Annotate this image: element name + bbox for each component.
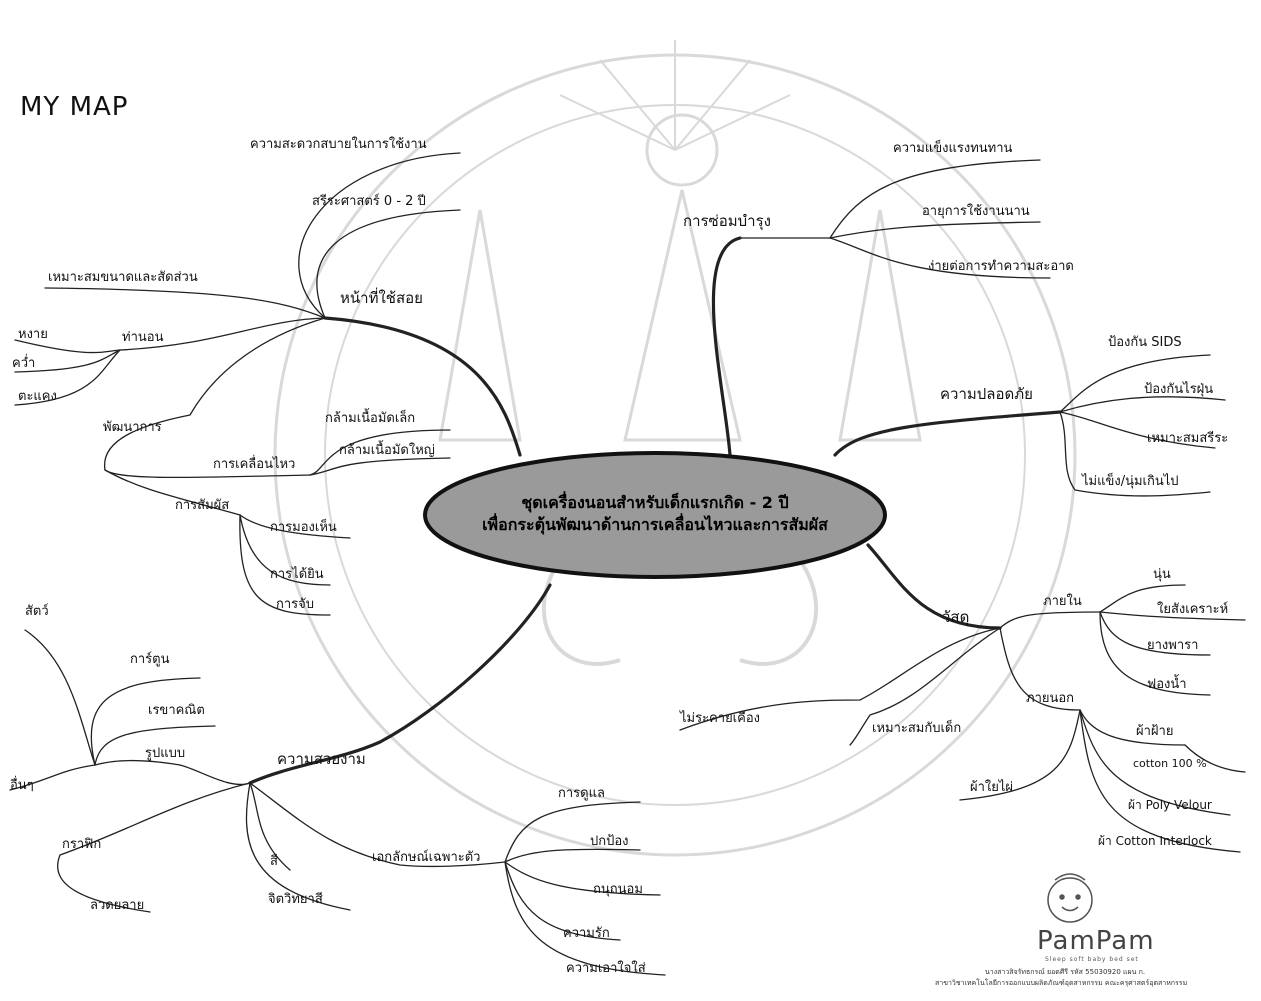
posture-item: คว่ำ (12, 356, 36, 371)
identity-item: ถนุถนอม (593, 882, 643, 897)
node-development: พัฒนาการ (103, 420, 162, 435)
cotton-item: ผ้า Cotton Interlock (1098, 834, 1212, 848)
style-item: การ์ตูน (130, 652, 170, 667)
branch-aesthetics: ความสวยงาม (277, 750, 366, 768)
node-bamboo: ผ้าใยไผ่ (970, 780, 1014, 795)
credit-line1: นางสาวสิจรัทธกรณ์ ยอดศีรี รหัส 55030920 … (985, 968, 1146, 976)
central-topic-line1: ชุดเครื่องนอนสำหรับเด็กแรกเกิด - 2 ปี (521, 493, 789, 512)
safety-item: ไม่แข็ง/นุ่มเกินไป (1082, 474, 1179, 489)
safety-item: ป้องกัน SIDS (1108, 335, 1182, 350)
node-movement: การเคลื่อนไหว (213, 457, 296, 472)
node-posture: ท่านอน (122, 330, 164, 345)
watermark-seal (273, 40, 1077, 857)
cotton-item: cotton 100 % (1133, 757, 1207, 770)
style-item: เรขาคณิต (148, 703, 205, 718)
senses-item: การได้ยิน (270, 567, 324, 582)
pampam-logo: PamPam (1037, 926, 1155, 956)
identity-item: ปกป้อง (590, 834, 629, 849)
node-anatomy: สรีระศาสตร์ 0 - 2 ปี (312, 194, 426, 209)
style-item: อื่นๆ (10, 778, 34, 793)
senses-item: การจับ (276, 597, 315, 612)
central-topic: ชุดเครื่องนอนสำหรับเด็กแรกเกิด - 2 ปี เพ… (415, 492, 895, 536)
identity-item: การดูแล (558, 786, 605, 801)
maintenance-item: ง่ายต่อการทำความสะอาด (928, 259, 1074, 274)
inner-item: ยางพารา (1147, 638, 1199, 653)
map-title: MY MAP (20, 92, 129, 122)
maintenance-item: อายุการใช้งานนาน (922, 204, 1030, 219)
movement-item: กล้ามเนื้อมัดเล็ก (325, 411, 416, 426)
senses-item: การมองเห็น (270, 520, 337, 535)
connector-lines (9, 152, 1246, 976)
central-topic-ellipse (423, 451, 887, 579)
posture-item: หงาย (18, 327, 48, 342)
inner-item: นุ่น (1153, 567, 1171, 582)
posture-item: ตะแคง (18, 389, 57, 404)
baby-face-logo-icon (1047, 873, 1093, 923)
node-identity: เอกลักษณ์เฉพาะตัว (372, 850, 481, 865)
node-style: รูปแบบ (145, 746, 186, 761)
central-topic-line2: เพื่อกระตุ้นพัฒนาด้านการเคลื่อนไหวและการ… (482, 515, 828, 534)
node-convenience: ความสะดวกสบายในการใช้งาน (250, 137, 427, 152)
node-cotton: ผ้าฝ้าย (1136, 724, 1174, 739)
branch-materials: วัสดุ (942, 608, 970, 626)
node-inner: ภายใน (1043, 594, 1082, 609)
node-color: สี (270, 854, 278, 869)
node-senses: การสัมผัส (175, 498, 230, 513)
identity-item: ความรัก (563, 926, 610, 941)
cotton-item: ผ้า Poly Velour (1128, 798, 1212, 812)
node-graphic: กราฟิก (62, 837, 102, 852)
node-child-safe: เหมาะสมกับเด็ก (872, 721, 962, 736)
safety-item: ป้องกันไรฝุ่น (1144, 382, 1214, 397)
safety-item: เหมาะสมสรีระ (1147, 431, 1229, 446)
maintenance-item: ความแข็งแรงทนทาน (893, 141, 1013, 156)
movement-item: กล้ามเนื้อมัดใหญ่ (339, 443, 435, 458)
node-outer: ภายนอก (1026, 691, 1075, 706)
inner-item: ใยสังเคราะห์ (1157, 602, 1229, 617)
credit-line2: สาขาวิชาเทคโนโลยีการออกแบบผลิตภัณฑ์อุตสา… (935, 979, 1188, 987)
branch-maintenance: การซ่อมบำรุง (683, 212, 771, 230)
branch-functions: หน้าที่ใช้สอย (340, 289, 423, 307)
identity-item: ความเอาใจใส่ (566, 961, 646, 976)
node-pattern: ลวดยลาย (90, 898, 145, 913)
node-no-irritation: ไม่ระคายเคือง (680, 711, 760, 726)
pampam-logo-tagline: Sleep soft baby bed set (1045, 956, 1139, 963)
node-color-psychology: จิตวิทยาสี (268, 892, 323, 907)
style-item: สัตว์ (25, 604, 49, 619)
node-proportion: เหมาะสมขนาดและสัดส่วน (48, 270, 198, 285)
inner-item: ฟองน้ำ (1147, 677, 1187, 692)
branch-safety: ความปลอดภัย (940, 385, 1033, 403)
